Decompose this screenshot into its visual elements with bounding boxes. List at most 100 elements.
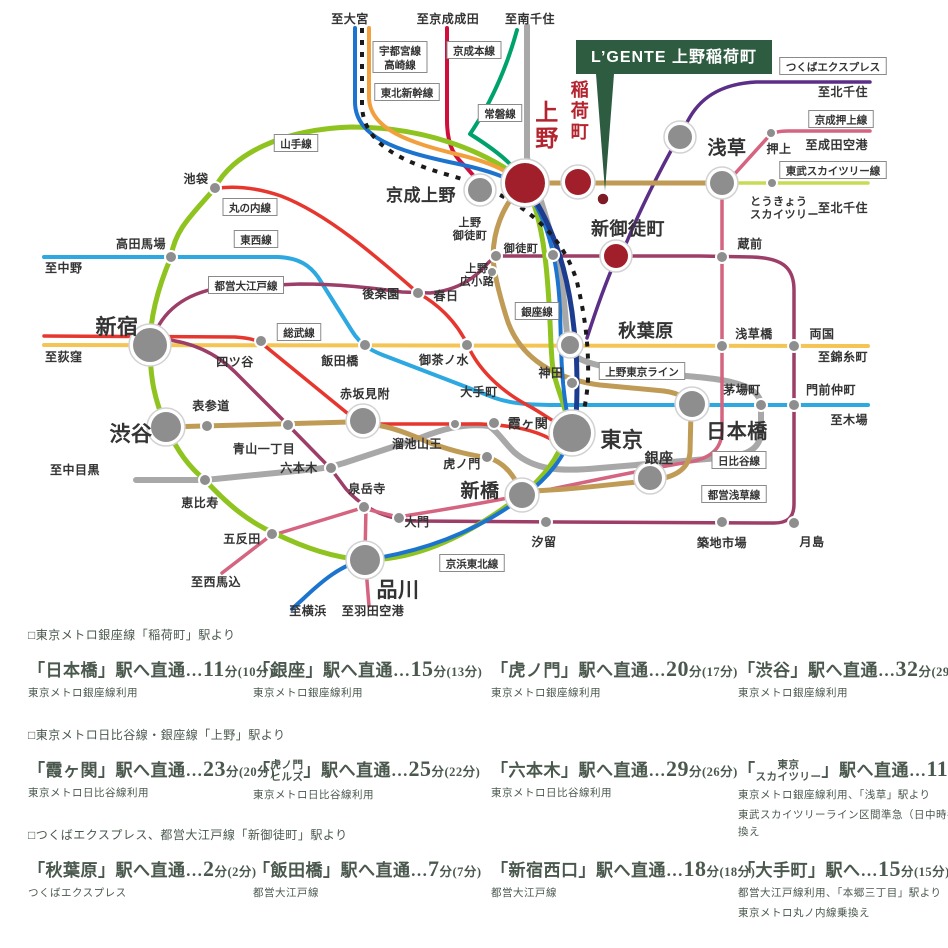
info-section-3: □つくばエクスプレス、都営大江戸線「新御徒町」駅より「秋葉原」駅へ直通…2分(2… [28, 826, 948, 926]
close-bracket: 」 [578, 861, 596, 880]
station-shinagawa [345, 540, 385, 580]
map-label: 築地市場 [696, 535, 747, 550]
station-ueno [500, 158, 550, 208]
direct-text: 駅へ直通… [808, 661, 896, 680]
line-label-text: 京浜東北線 [446, 558, 499, 571]
banner-pointer [596, 74, 614, 191]
station-ochanomizu [460, 338, 474, 352]
map-label: 品川 [377, 578, 420, 602]
transit-item-note: 東京メトロ丸ノ内線乗換え [738, 908, 870, 920]
minutes-value: 29 [666, 756, 689, 781]
station-core [561, 336, 579, 354]
line-label-text: 宇都宮線 [379, 45, 421, 58]
station-tsukishima [787, 516, 801, 530]
transit-item: 「飯田橋」駅へ直通…7分(7分)都営大江戸線 [253, 856, 491, 902]
line-utsunomiya [367, 26, 518, 181]
station-core [350, 545, 380, 575]
transit-item-note: つくばエクスプレス [28, 888, 127, 899]
map-label-char: 町 [571, 122, 590, 142]
map-label-line: 広小路 [460, 274, 495, 288]
map-label-line: 御徒町 [452, 228, 488, 242]
line-label-box: 東武スカイツリー線 [779, 161, 887, 179]
station-core [710, 171, 734, 195]
station-core [254, 334, 268, 348]
station-akihabara [556, 331, 584, 359]
direct-text: 駅へ直通… [596, 861, 684, 880]
station-shinjuku [128, 323, 172, 367]
line-label-text: 上野東京ライン [605, 366, 679, 379]
minutes-value: 20 [666, 656, 689, 681]
station-ebisu [198, 473, 212, 487]
station-core [487, 416, 501, 430]
minutes-detail: 分(7分) [439, 865, 482, 879]
line-label-box: 山手線 [273, 134, 319, 152]
close-bracket: 」 [303, 761, 321, 780]
station-tokyo-skytree [766, 177, 778, 189]
station-core [449, 418, 461, 430]
map-label: 至中目黒 [50, 462, 100, 477]
map-label-char: 稲 [571, 80, 590, 100]
line-label-text: 日比谷線 [718, 455, 760, 468]
station-core [489, 249, 503, 263]
line-label-border [701, 485, 767, 503]
transit-item-note: 東京メトロ日比谷線利用 [491, 788, 612, 799]
station-name: 銀座 [270, 661, 306, 680]
station-shimbashi [504, 477, 540, 513]
transit-item-main: 「飯田橋」駅へ直通…7分(7分) [253, 856, 491, 882]
line-label-border [222, 198, 278, 216]
station-core [411, 286, 425, 300]
map-label: 泉岳寺 [348, 481, 386, 496]
station-core [765, 127, 777, 139]
station-ueno-okachimachi [489, 249, 503, 263]
station-aoyama-itchome [281, 418, 295, 432]
map-label: 京成上野 [386, 185, 456, 205]
station-core [133, 328, 167, 362]
station-yotsuya [254, 334, 268, 348]
station-name-bottom: スカイツリー [755, 772, 822, 784]
station-name-top: 虎ノ門 [270, 760, 304, 772]
section-header: □東京メトロ銀座線「稲荷町」駅より [28, 628, 236, 642]
line-label-text: 都営浅草線 [707, 489, 761, 502]
map-label: 上野 [535, 100, 559, 151]
direct-text: 駅へ… [825, 861, 878, 880]
station-name: 秋葉原 [45, 861, 98, 880]
station-core [392, 511, 406, 525]
map-label: 秋葉原 [618, 320, 674, 341]
map-label: 新御徒町 [591, 218, 665, 239]
minutes-value: 32 [895, 656, 919, 681]
station-core [754, 398, 768, 412]
map-label: 至大宮 [331, 11, 369, 26]
minutes-detail: 分(10分) [224, 665, 274, 679]
line-label-box: 京浜東北線 [439, 554, 505, 572]
line-label-border [514, 302, 560, 320]
map-label: 浅草橋 [735, 326, 773, 341]
map-label: 後楽園 [362, 286, 400, 301]
line-label-border [374, 83, 440, 101]
station-core [509, 482, 535, 508]
map-label: 赤坂見附 [340, 386, 390, 401]
minutes-detail: 分(22分) [431, 765, 481, 779]
minutes-value: 2 [203, 856, 215, 881]
line-label-border [808, 110, 874, 128]
minutes-value: 18 [683, 856, 707, 881]
station-kasumigaseki [487, 416, 501, 430]
map-label: 蔵前 [737, 236, 762, 251]
minutes-detail: 分(18分) [706, 865, 756, 879]
line-label-box: 日比谷線 [711, 451, 767, 469]
station-ginza-sta [633, 461, 667, 495]
line-label-text: 東武スカイツリー線 [786, 165, 881, 178]
station-core [486, 266, 498, 278]
station-core [200, 419, 214, 433]
route-map: 至大宮至京成成田至南千住至北千住至成田空港至北千住池袋高田馬場至中野至荻窪新宿四… [42, 11, 887, 618]
station-core [766, 177, 778, 189]
transit-item-note: 東京メトロ銀座線利用、「浅草」駅より [738, 790, 931, 802]
transit-item: 「秋葉原」駅へ直通…2分(2分)つくばエクスプレス [28, 856, 256, 902]
line-label-border [477, 104, 523, 122]
station-toranomon [480, 450, 494, 464]
station-kayabacho [754, 398, 768, 412]
map-label-line: スカイツリー [750, 208, 819, 221]
station-core [679, 391, 705, 417]
station-core [324, 461, 338, 475]
transit-item-main: 「渋谷」駅へ直通…32分(29分) [738, 656, 948, 682]
station-tokyo [548, 409, 596, 457]
